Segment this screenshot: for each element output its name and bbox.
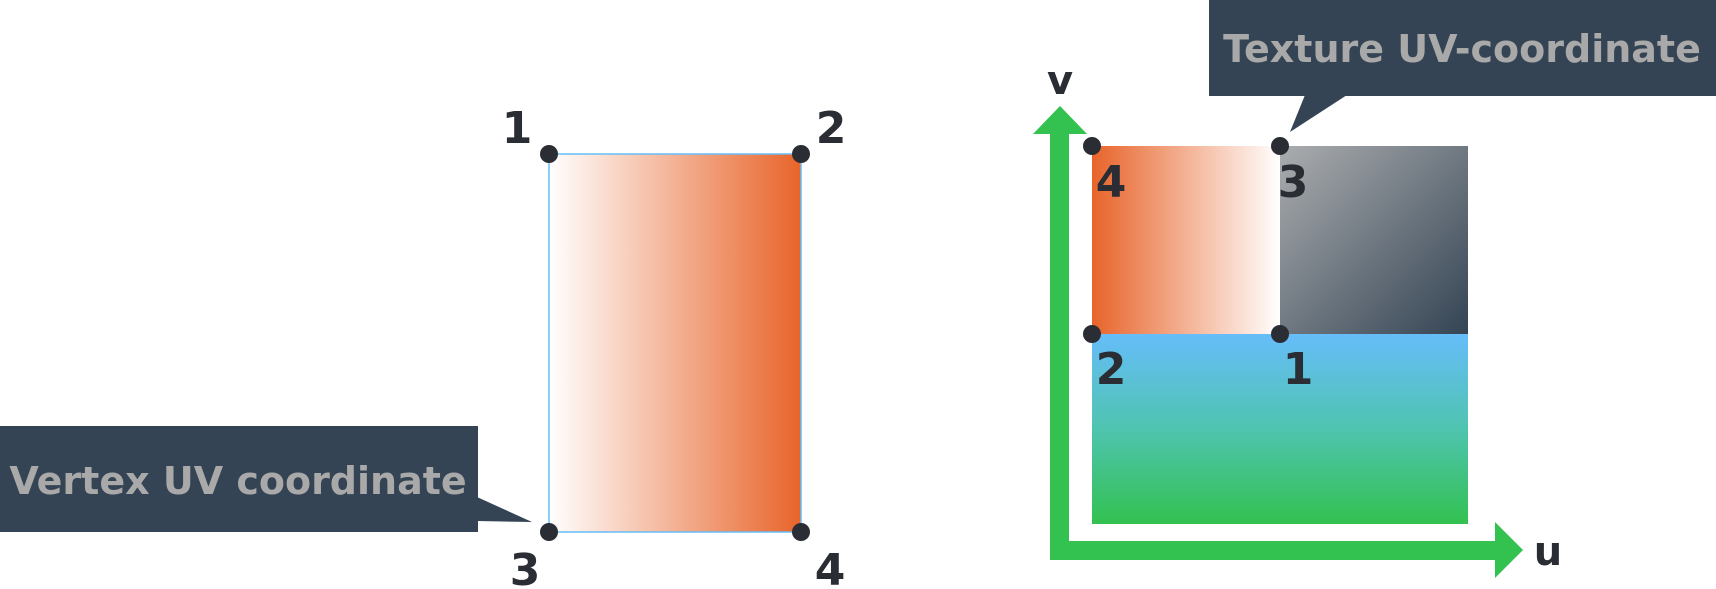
texture-dot-4 [1083,137,1101,155]
vertex-dot-4 [792,523,810,541]
texture-label-2: 2 [1096,344,1127,395]
v-axis-shaft [1050,130,1069,560]
vertex-dot-2 [792,145,810,163]
v-axis-label: v [1047,58,1073,104]
vertex-dot-1 [540,145,558,163]
u-axis-shaft [1050,541,1498,560]
texture-uv-callout: Texture UV-coordinate [1209,0,1716,132]
vertex-label-4: 4 [815,545,846,589]
u-axis-label: u [1534,529,1562,575]
texture-dot-2 [1083,325,1101,343]
texture-blue-green-region [1092,334,1468,524]
texture-group: 4 3 2 1 [1083,137,1468,524]
vertex-uv-callout-text: Vertex UV coordinate [9,459,466,503]
texture-label-1: 1 [1283,344,1314,395]
vertex-label-2: 2 [816,103,847,154]
texture-orange-region [1092,146,1280,334]
uv-axes: v u [1033,58,1562,578]
u-axis-arrowhead [1495,522,1523,578]
texture-uv-callout-text: Texture UV-coordinate [1223,27,1701,71]
texture-gray-region [1280,146,1468,334]
vertex-uv-callout: Vertex UV coordinate [0,426,532,532]
texture-label-3: 3 [1278,157,1309,208]
texture-label-4: 4 [1096,157,1127,208]
vertex-quad-group: 1 2 3 4 [502,103,847,589]
vertex-quad [548,153,802,533]
vertex-label-3: 3 [510,545,541,589]
texture-dot-3 [1271,137,1289,155]
texture-dot-1 [1271,325,1289,343]
v-axis-arrowhead [1033,106,1087,134]
vertex-dot-3 [540,523,558,541]
vertex-label-1: 1 [502,103,533,154]
